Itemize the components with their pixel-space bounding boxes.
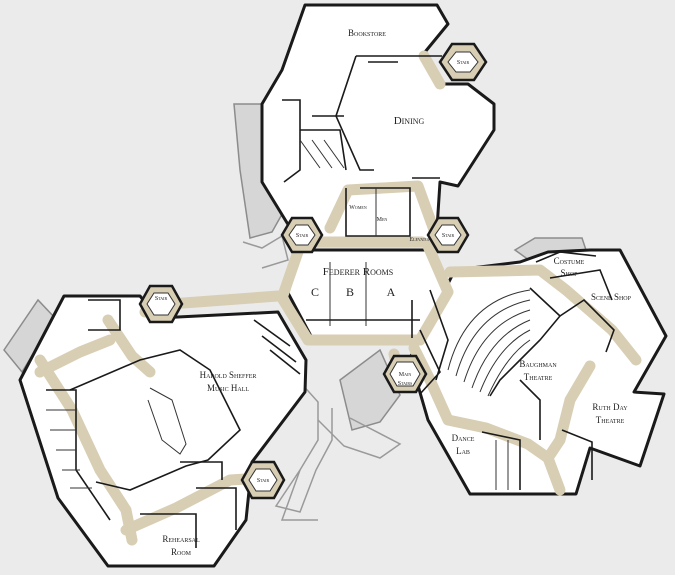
costume-shop-label-2: Shop [560,268,578,278]
main-stairs-label-1: Main [399,372,412,378]
federer-rooms-label: Federer Rooms [323,266,393,278]
stair-nw: Stair [280,216,324,254]
interior-walls [46,55,615,548]
east-wing [408,248,668,496]
room-c-label: C [311,285,319,299]
dance-lab-label-2: Lab [456,446,470,456]
bookstore-label: Bookstore [348,28,386,38]
costume-shop-label-1: Costume [554,256,585,266]
rehearsal-room-label-2: Room [171,547,192,557]
stair-label: Stair [296,233,309,239]
ruth-day-label-1: Ruth Day [592,402,628,412]
dining-label: Dining [394,115,425,127]
stair-label: Stair [442,233,455,239]
stair-label: Stair [457,60,470,66]
stair-south: Stair [240,460,286,500]
stair-label: Stair [155,296,168,302]
building-blocks [18,3,668,568]
ruth-day-label-2: Theatre [596,415,625,425]
main-stairs [382,354,428,394]
rehearsal-room-label-1: Rehearsal [162,534,200,544]
men-restroom-label: Men [377,217,388,223]
stair-label: Stair [257,478,270,484]
harold-sheffer-label-2: Music Hall [207,383,249,393]
scene-shop-label: Scene Shop [591,292,632,302]
room-a-label: A [387,285,396,299]
baughman-label-2: Theatre [524,372,553,382]
room-b-label: B [346,285,354,299]
stairs: Stair Stair Stair Stair Stair [138,42,488,500]
baughman-label-1: Baughman [519,359,557,369]
dance-lab-label-1: Dance [452,433,475,443]
stair-north: Stair [438,42,488,82]
main-stairs-label-2: Stairs [398,381,413,387]
room-labels: Bookstore Dining Women Men Elevator Fede… [162,28,631,557]
stair-west: Stair [138,284,184,324]
north-wing [260,3,496,246]
elevator-label: Elevator [409,237,431,243]
stair-ne: Stair [426,216,470,254]
harold-sheffer-label-1: Harold Sheffer [200,370,257,380]
women-restroom-label: Women [349,205,367,211]
